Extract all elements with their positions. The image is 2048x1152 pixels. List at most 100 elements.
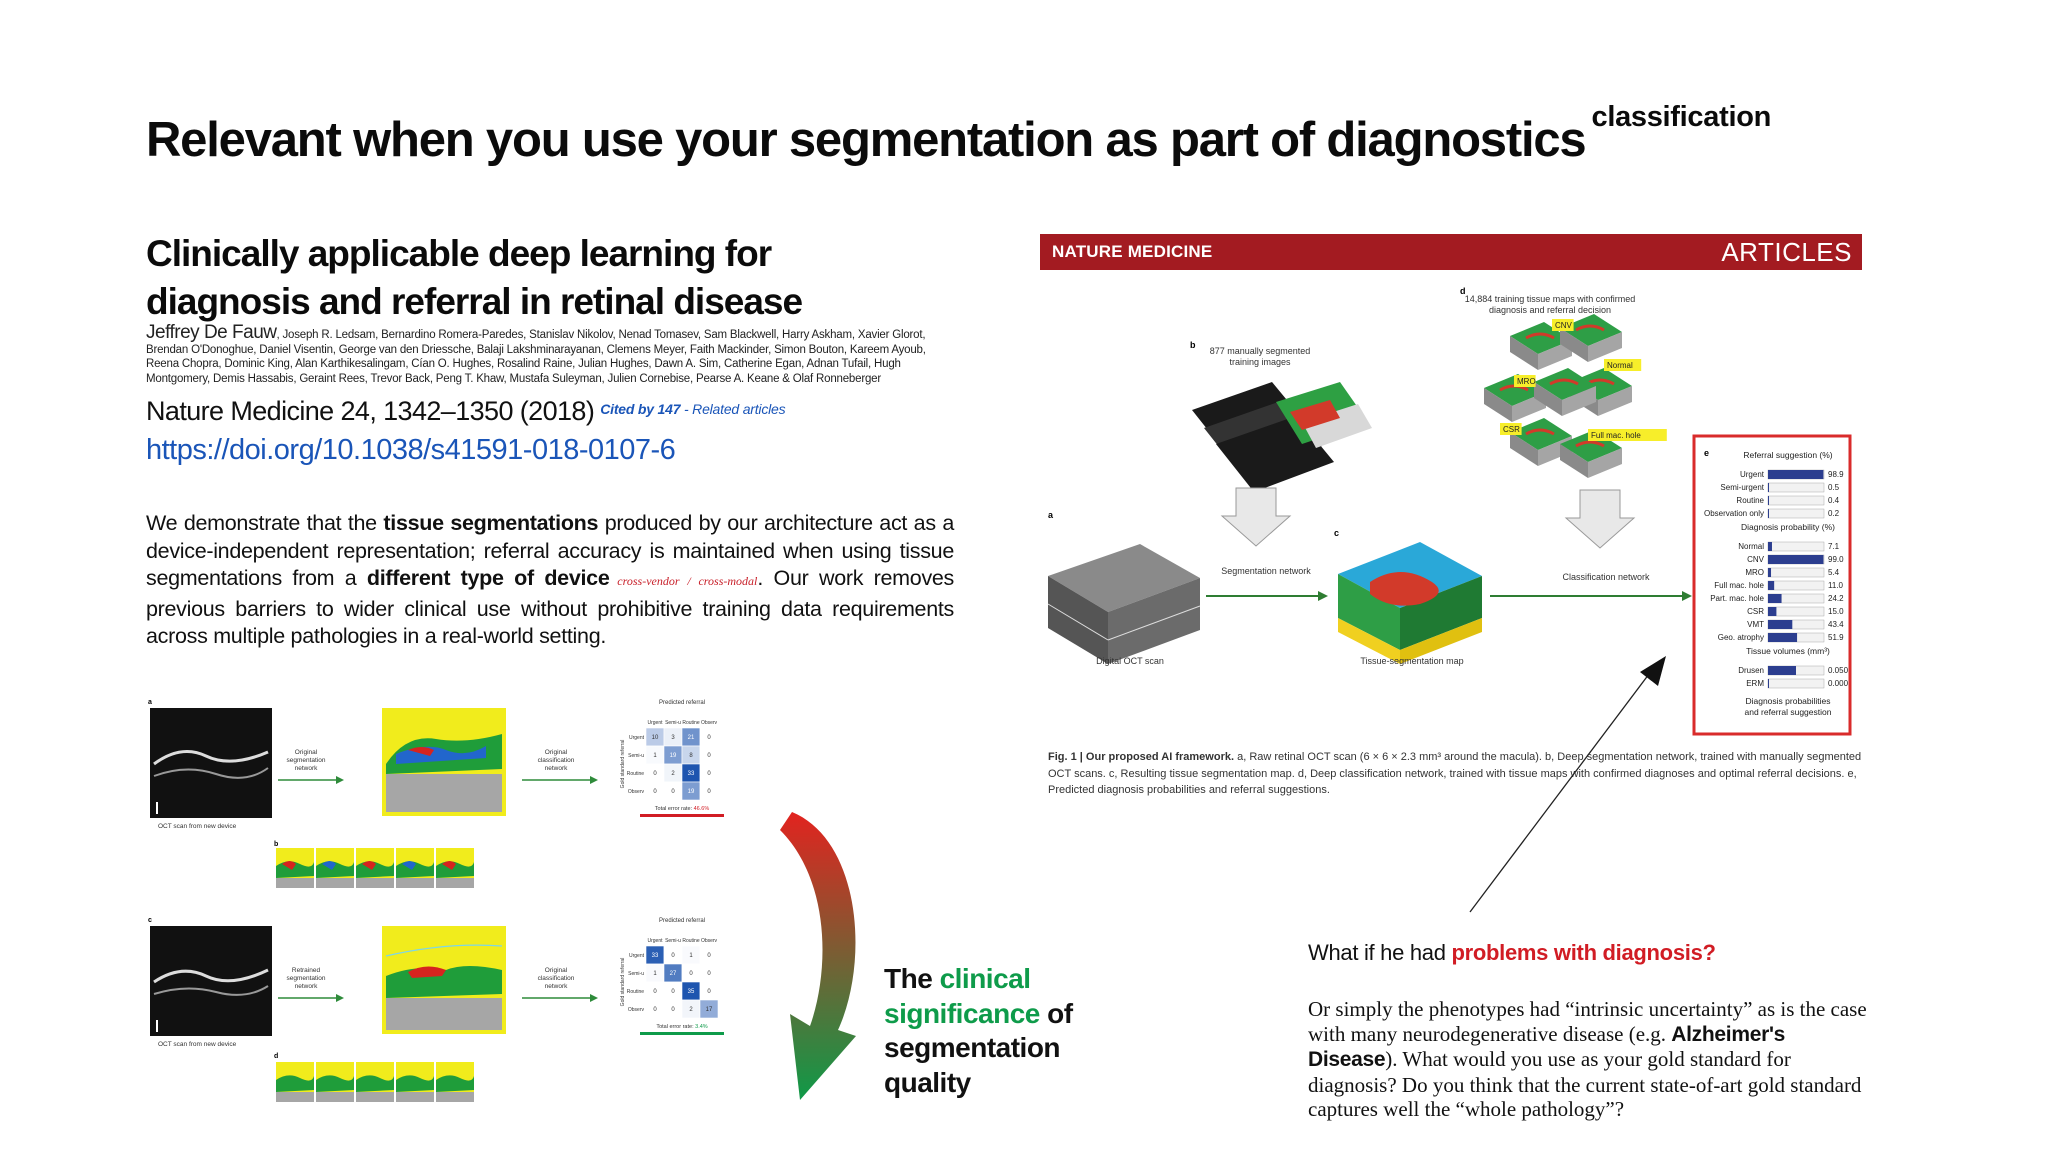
training-images-stack <box>1192 382 1372 492</box>
cm-cell-value: 0 <box>707 735 711 741</box>
strip-tissue-lesion <box>442 861 456 870</box>
diagnosis-tag-label: Normal <box>1607 361 1633 370</box>
oct-scale-bar <box>156 802 158 814</box>
journal-section: ARTICLES <box>1721 237 1852 267</box>
results-row-value: 11.0 <box>1828 581 1844 590</box>
results-row-value: 0.2 <box>1828 509 1840 518</box>
results-bar-track <box>1767 678 1825 689</box>
cm-cell-value: 0 <box>671 989 675 995</box>
results-row-value: 43.4 <box>1828 620 1844 629</box>
tissue-map-side <box>1598 386 1632 416</box>
cm-predicted-title: Predicted referral <box>659 918 705 924</box>
results-bar-track <box>1767 482 1825 493</box>
cm-row-header: Urgent <box>629 735 645 741</box>
results-row-label: Full mac. hole <box>1714 581 1764 590</box>
abstract-handwritten-note: cross-vendor / cross-modal <box>609 574 758 588</box>
figure-caption: Fig. 1 | Our proposed AI framework. a, R… <box>1048 749 1868 799</box>
cm-cell-value: 0 <box>707 953 711 959</box>
strip-tissue-grey <box>316 1092 354 1102</box>
tissue-map-lesion <box>1575 324 1605 332</box>
tissue-map-top <box>1560 314 1622 346</box>
pointer-arrowhead <box>1640 656 1666 686</box>
cm-cell-value: 1 <box>653 753 657 759</box>
paper-title: Clinically applicable deep learning for … <box>146 233 803 322</box>
paragraph-text-1: Or simply the phenotypes had “intrinsic … <box>1308 997 1867 1046</box>
results-row-label: Normal <box>1738 542 1764 551</box>
significance-text-2: of segmentation quality <box>884 997 1073 1098</box>
results-bar-track <box>1767 580 1825 591</box>
slide-title-superscript: classification <box>1591 101 1772 133</box>
oct-scan-image-bottom <box>150 926 272 1036</box>
strip-tissue-green <box>356 1075 394 1092</box>
results-row-value: 99.0 <box>1828 555 1844 564</box>
oct-retina-layer <box>153 968 269 984</box>
significance-text-1: The <box>884 963 940 994</box>
pointer-arrow-icon <box>1469 656 1666 913</box>
results-row-value: 0.000 <box>1828 679 1849 688</box>
abstract-text-2: produced by our architecture act as a de… <box>146 511 954 590</box>
tissue-map-side <box>1538 340 1572 370</box>
cm-cell <box>699 781 719 801</box>
seg-tissue-line <box>385 944 503 957</box>
cm-predicted-title: Predicted referral <box>659 700 705 706</box>
strip-tissue-lesion <box>402 861 416 870</box>
strip-tissue-green <box>316 1075 354 1092</box>
tissue-map-side <box>1588 448 1622 478</box>
tissue-map-side <box>1484 388 1512 422</box>
cited-by-link[interactable]: Cited by 147 - Related articles <box>600 401 785 417</box>
diagnosis-tag-label: Full mac. hole <box>1591 431 1641 440</box>
results-row-label: MRO <box>1745 568 1764 577</box>
strip-tissue-grey <box>396 1092 434 1102</box>
paragraph-disease: Alzheimer's Disease <box>1308 1022 1786 1072</box>
diagnosis-tag <box>1500 423 1522 435</box>
results-section-title: Diagnosis probability (%) <box>1741 522 1835 532</box>
cm-cell-value: 0 <box>653 1007 657 1013</box>
strip-tissue-grey <box>436 878 474 888</box>
results-bar-track <box>1767 508 1825 519</box>
results-row-value: 51.9 <box>1828 633 1844 642</box>
seg-network-block-arrow <box>1220 487 1292 547</box>
results-bar-fill <box>1768 555 1824 564</box>
tissue-map-label: Tissue-segmentation map <box>1360 656 1463 666</box>
tissue-map-side <box>1510 432 1538 466</box>
results-bar-fill <box>1768 666 1796 675</box>
tissue-map-top <box>1560 430 1622 462</box>
oct-label-top: OCT scan from new device <box>158 823 237 830</box>
results-row-label: Drusen <box>1738 666 1764 675</box>
tissue-map-lesion <box>1525 332 1555 340</box>
curved-arrow-icon <box>780 812 856 1100</box>
cm-gold-standard-label: Gold standard referral <box>620 740 626 789</box>
diagnosis-tag <box>1604 359 1642 371</box>
tissue-map-top <box>1510 418 1572 450</box>
slide-title: Relevant when you use your segmentation … <box>146 101 1771 168</box>
cm-cell-value: 8 <box>689 753 693 759</box>
related-articles-link[interactable]: - Related articles <box>680 401 786 417</box>
cm-cell-value: 0 <box>707 989 711 995</box>
tissue-map-side <box>1560 328 1588 362</box>
abstract-text-1: We demonstrate that the <box>146 511 384 535</box>
first-author: Jeffrey De Fauw <box>146 322 277 343</box>
cm-cell-value: 1 <box>689 953 693 959</box>
cm-error-value: 46.6% <box>694 806 710 812</box>
results-row-label: CNV <box>1747 555 1765 564</box>
cm-error-value: 3.4% <box>695 1024 708 1030</box>
cm-gold-standard-label: Gold standard referral <box>620 958 626 1007</box>
tissue-map-lesion <box>1575 440 1605 448</box>
cited-by-count[interactable]: Cited by 147 <box>600 401 681 417</box>
fig-label-a: a <box>1048 510 1054 520</box>
oct-retina-layer <box>153 985 269 996</box>
cm-cell-value: 0 <box>671 1007 675 1013</box>
slide-title-text: Relevant when you use your segmentation … <box>146 113 1587 167</box>
tissue-map-side <box>1510 336 1538 370</box>
doi-link[interactable]: https://doi.org/10.1038/s41591-018-0107-… <box>146 434 676 466</box>
cm-cell-value: 0 <box>671 953 675 959</box>
results-row-label: Geo. atrophy <box>1718 633 1764 642</box>
cm-cell <box>699 999 719 1019</box>
strip-tissue-green <box>276 1075 314 1092</box>
results-bar-fill <box>1768 542 1772 551</box>
